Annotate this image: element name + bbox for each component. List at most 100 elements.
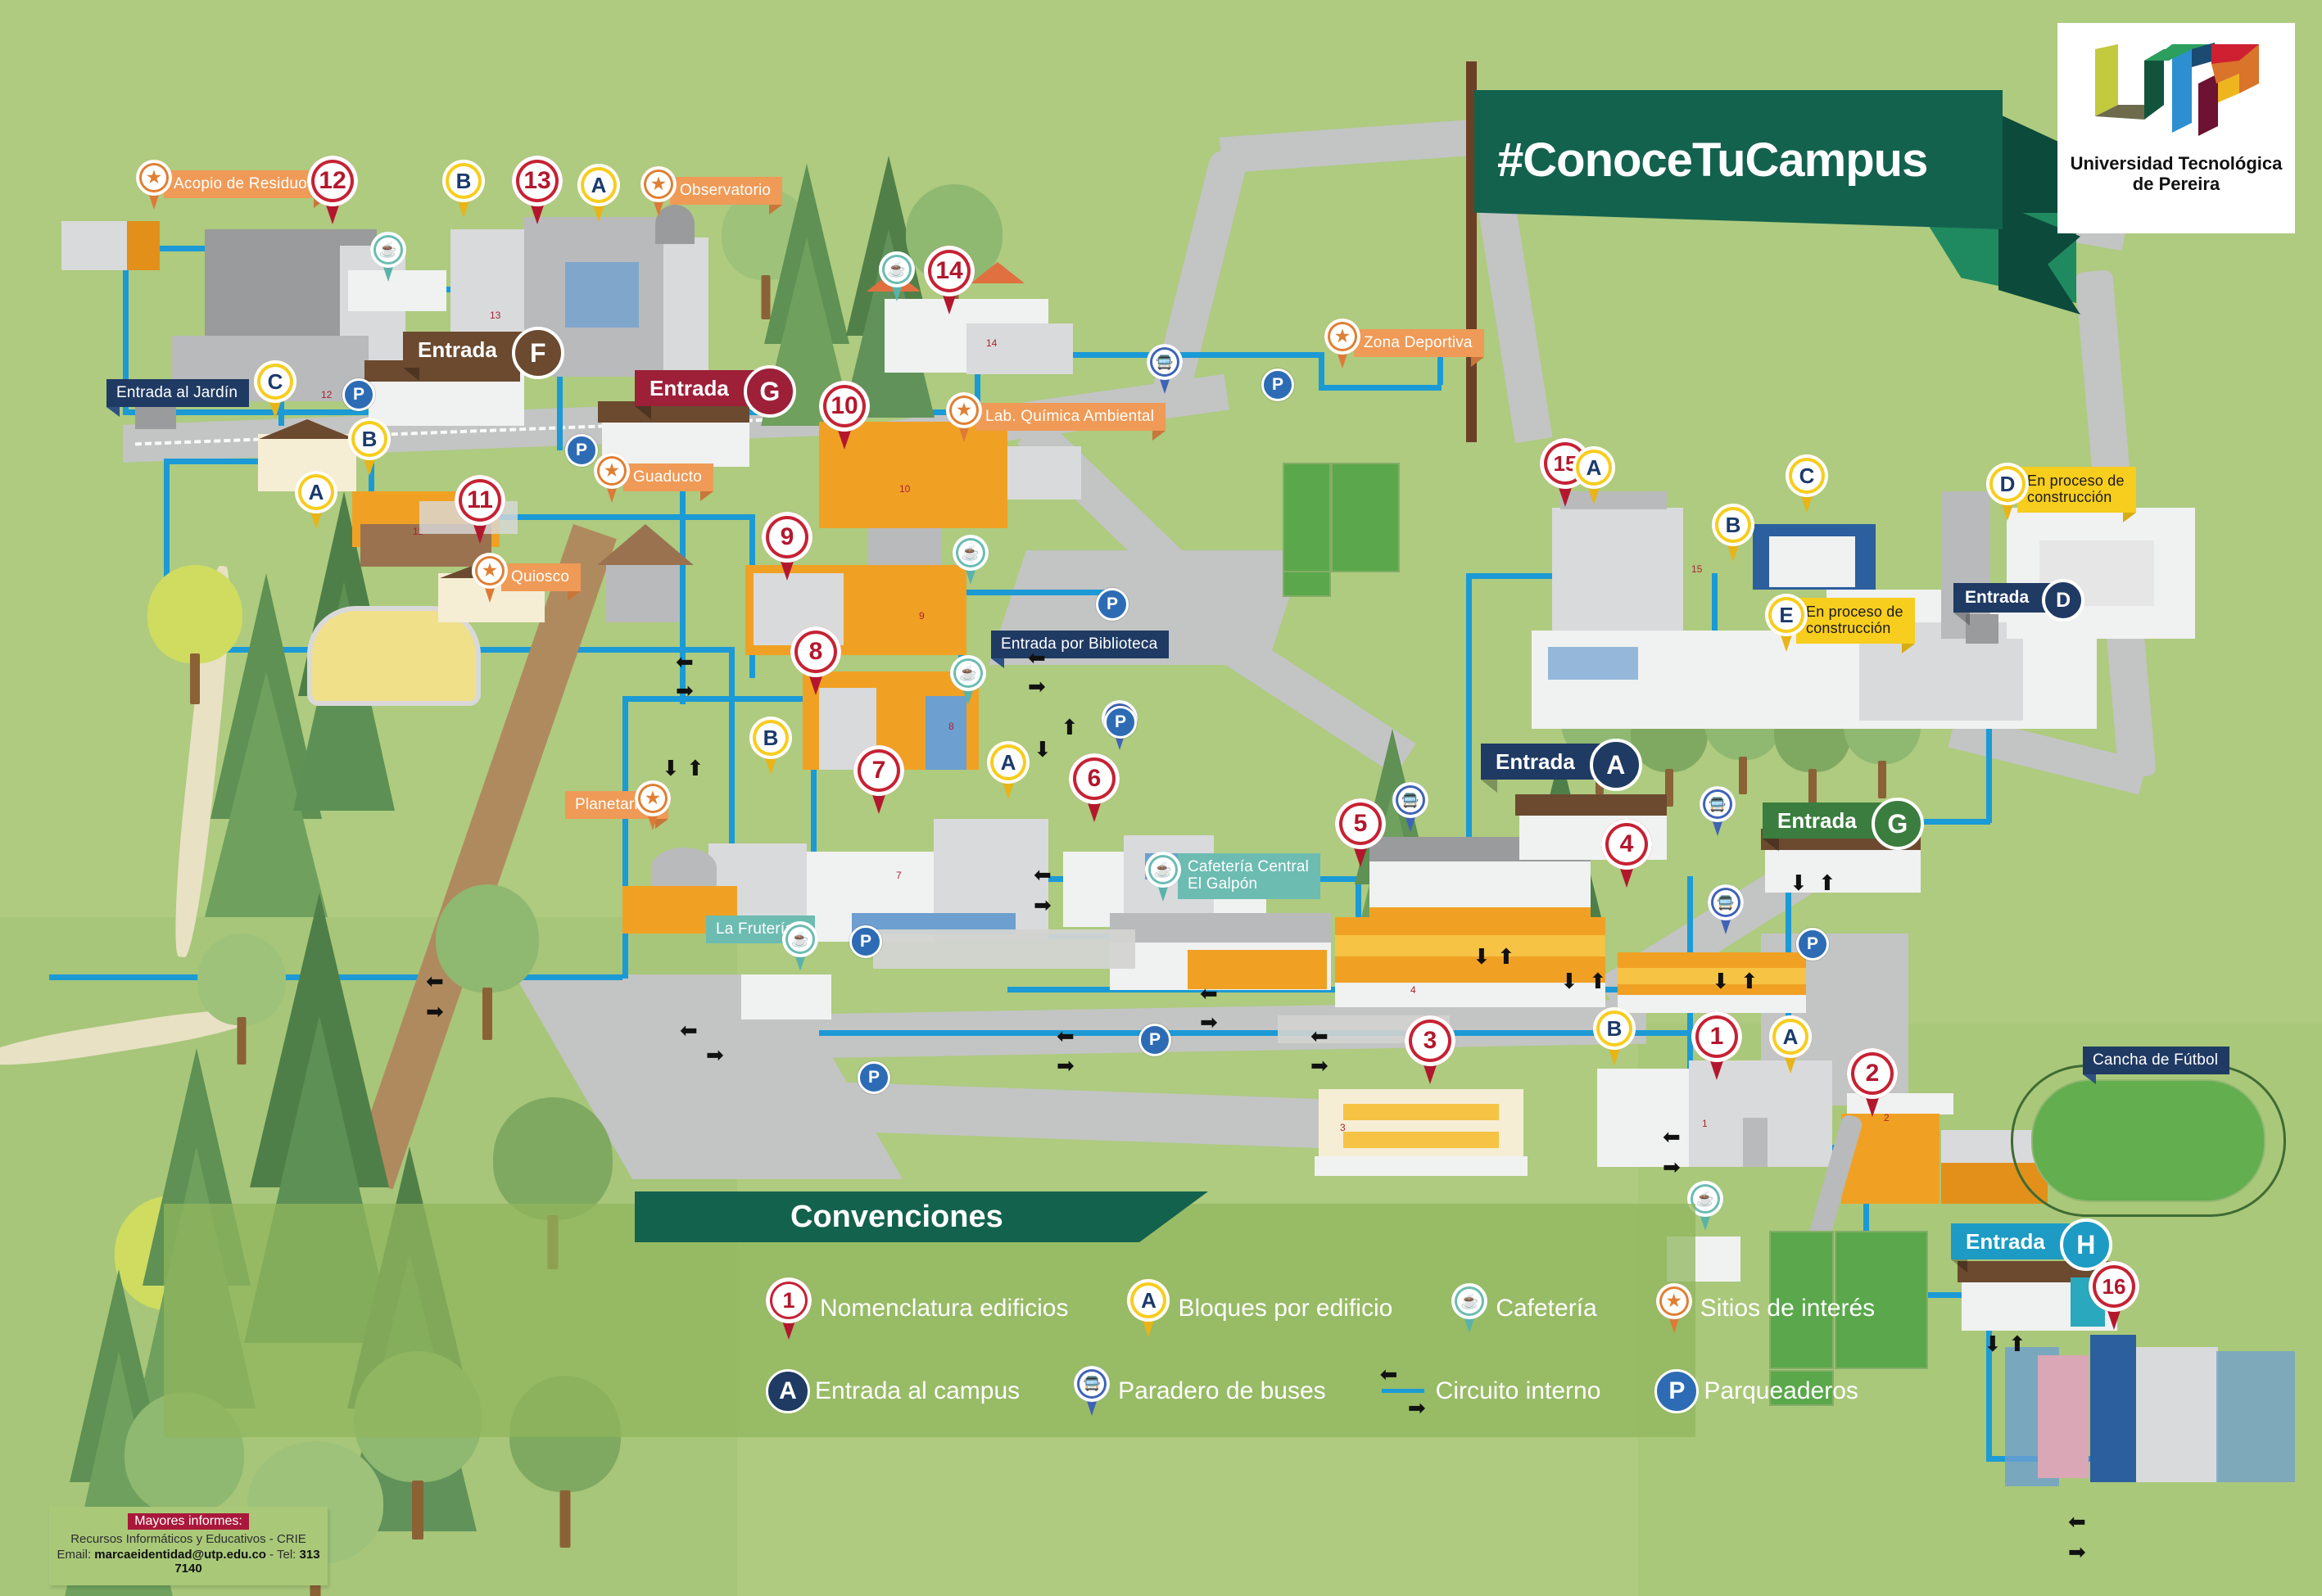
- star-pin-guaducto[interactable]: ★: [594, 453, 630, 504]
- star-pin-lab-quimica[interactable]: ★: [946, 392, 982, 443]
- building-pin-7[interactable]: 7: [853, 745, 904, 814]
- building-pin-4[interactable]: 4: [1601, 819, 1652, 888]
- star-pin-planetario[interactable]: ★: [635, 780, 671, 831]
- block-pin-B-15[interactable]: B: [1712, 504, 1754, 563]
- parking-icon-3[interactable]: P: [1261, 368, 1294, 401]
- star-pin-acopio[interactable]: ★: [136, 160, 172, 210]
- parking-icon-2[interactable]: P: [565, 434, 598, 467]
- circuit-line: [164, 459, 170, 647]
- building-pin-9[interactable]: 9: [762, 512, 812, 581]
- cafeteria-pin-kiosko[interactable]: ☕: [370, 232, 406, 283]
- parking-icon-4[interactable]: P: [1096, 588, 1129, 621]
- building-8-glass: [926, 696, 966, 770]
- block-pin-A-west[interactable]: A: [295, 471, 337, 530]
- block-pin-A-15[interactable]: A: [1573, 446, 1615, 505]
- circuit-arrow-left: ⬅: [1028, 645, 1046, 670]
- block-pin-A-13[interactable]: A: [577, 164, 620, 223]
- circuit-arrow-right: ➡: [426, 999, 444, 1024]
- poi-label-text: Planetario: [575, 796, 647, 813]
- bus-stop-pin-4[interactable]: 🚍: [1700, 786, 1736, 837]
- star-pin-zona-deportiva[interactable]: ★: [1324, 319, 1360, 369]
- bus-stop-pin-1[interactable]: 🚍: [1147, 344, 1183, 395]
- legend-item-cafeteria[interactable]: ☕ Cafetería: [1451, 1283, 1597, 1334]
- building-pin-6[interactable]: 6: [1069, 753, 1120, 822]
- block-pin-B-1[interactable]: B: [1593, 1007, 1636, 1066]
- entrance-sign-A-east[interactable]: Entrada A: [1481, 739, 1642, 793]
- circuit-arrow-down: ⬇: [1712, 969, 1730, 993]
- gatehouse-entrada-D: [1966, 614, 1998, 644]
- block-pin-C-15[interactable]: C: [1786, 454, 1828, 513]
- email-prefix: Email:: [57, 1548, 95, 1562]
- building-pin-3[interactable]: 3: [1405, 1015, 1455, 1084]
- navy-label-text: Cancha de Fútbol: [2093, 1051, 2219, 1069]
- legend-item-sitios[interactable]: ★ Sitios de interés: [1655, 1283, 1875, 1334]
- building-3-base: [1315, 1156, 1528, 1176]
- coffee-cup-icon: ☕: [885, 257, 909, 282]
- cafeteria-pin-fruteria[interactable]: ☕: [782, 921, 818, 972]
- star-pin-observatorio[interactable]: ★: [640, 166, 677, 217]
- circuit-arrow-down: ⬇: [1034, 737, 1052, 762]
- pine-tree: [761, 164, 853, 434]
- bus-stop-pin-5[interactable]: 🚍: [1708, 884, 1744, 935]
- building-pin-14[interactable]: 14: [924, 246, 975, 314]
- parking-icon-7[interactable]: P: [1138, 1024, 1171, 1056]
- star-icon: ★: [600, 459, 624, 483]
- legend-item-paradero[interactable]: 🚍 Paradero de buses: [1074, 1365, 1326, 1417]
- university-logo-card: Universidad Tecnológica de Pereira: [2057, 23, 2295, 233]
- block-pin-C-west[interactable]: C: [254, 360, 296, 419]
- building-pin-16[interactable]: 16: [2089, 1261, 2139, 1330]
- legend-item-circuito[interactable]: ⬅ ➡ Circuito interno: [1380, 1363, 1601, 1418]
- cafeteria-pin-10[interactable]: ☕: [953, 535, 989, 586]
- cafeteria-pin-galpon[interactable]: ☕: [1145, 852, 1181, 902]
- block-pin-E-15[interactable]: E: [1765, 594, 1808, 653]
- entrance-sign-G-east[interactable]: Entrada G: [1763, 798, 1924, 852]
- bus-stop-pin-3[interactable]: 🚍: [1392, 782, 1428, 833]
- parking-icon-1[interactable]: P: [342, 378, 375, 411]
- circuit-arrow-down: ⬇: [1473, 944, 1491, 969]
- entrance-badge-G: G: [743, 365, 796, 418]
- legend-item-nomenclatura[interactable]: 1 Nomenclatura edificios: [766, 1277, 1068, 1340]
- building-3-band2: [1343, 1132, 1499, 1148]
- entrance-sign-F[interactable]: Entrada F: [403, 327, 564, 381]
- block-pin-B-7[interactable]: B: [749, 717, 792, 775]
- block-pin-D-15[interactable]: D: [1986, 463, 2029, 522]
- building-pin-11[interactable]: 11: [455, 475, 505, 544]
- entrance-sign-G-west[interactable]: Entrada G: [635, 365, 796, 419]
- building-pin-8[interactable]: 8: [790, 626, 841, 695]
- entrance-sign-D[interactable]: Entrada D: [1953, 579, 2085, 626]
- block-pin-B-west[interactable]: B: [348, 418, 391, 477]
- parking-icon-9[interactable]: P: [1796, 928, 1829, 961]
- guaducto-pavilion: [606, 565, 680, 622]
- block-pin-A-6[interactable]: A: [987, 741, 1030, 800]
- building-pin-12[interactable]: 12: [307, 156, 358, 224]
- parking-icon-8[interactable]: P: [858, 1061, 890, 1094]
- entrance-badge-D: D: [2042, 579, 2085, 622]
- block-pin-A-1[interactable]: A: [1769, 1015, 1812, 1074]
- cafeteria-pin-14[interactable]: ☕: [879, 251, 915, 302]
- poi-label-quiosco: Quiosco: [501, 563, 582, 601]
- kiosk-fruteria: [741, 974, 831, 1020]
- building-pin-1[interactable]: 1: [1691, 1011, 1742, 1080]
- legend-item-parqueaderos[interactable]: P Parqueaderos: [1654, 1368, 1858, 1413]
- building-code-14: 14: [986, 337, 998, 349]
- building-pin-13[interactable]: 13: [512, 156, 563, 224]
- circuit-arrow-left: ⬅: [1034, 862, 1052, 887]
- building-pin-2[interactable]: 2: [1847, 1048, 1898, 1117]
- circuit-line: [1466, 573, 1564, 579]
- parking-icon-6[interactable]: P: [849, 925, 882, 958]
- circuit-line: [1319, 385, 1442, 391]
- building-pin-5[interactable]: 5: [1335, 798, 1386, 867]
- building-16-d: [2136, 1347, 2218, 1482]
- circuit-arrow-up: ⬆: [1740, 969, 1758, 993]
- cafeteria-pin-biblioteca[interactable]: ☕: [950, 655, 986, 706]
- circuit-arrow-up: ⬆: [2008, 1332, 2026, 1356]
- legend-item-bloques[interactable]: A Bloques por edificio: [1127, 1279, 1392, 1338]
- galpon-roof: [1110, 913, 1331, 943]
- star-pin-quiosco[interactable]: ★: [472, 553, 508, 604]
- block-pin-B-13[interactable]: B: [442, 160, 485, 219]
- coffee-cup-icon: ☕: [956, 661, 980, 685]
- building-pin-10[interactable]: 10: [819, 381, 870, 450]
- parking-icon-5[interactable]: P: [1104, 706, 1137, 739]
- entrance-sign-H[interactable]: Entrada H: [1951, 1218, 2112, 1273]
- legend-item-entrada-campus[interactable]: A Entrada al campus: [766, 1368, 1020, 1413]
